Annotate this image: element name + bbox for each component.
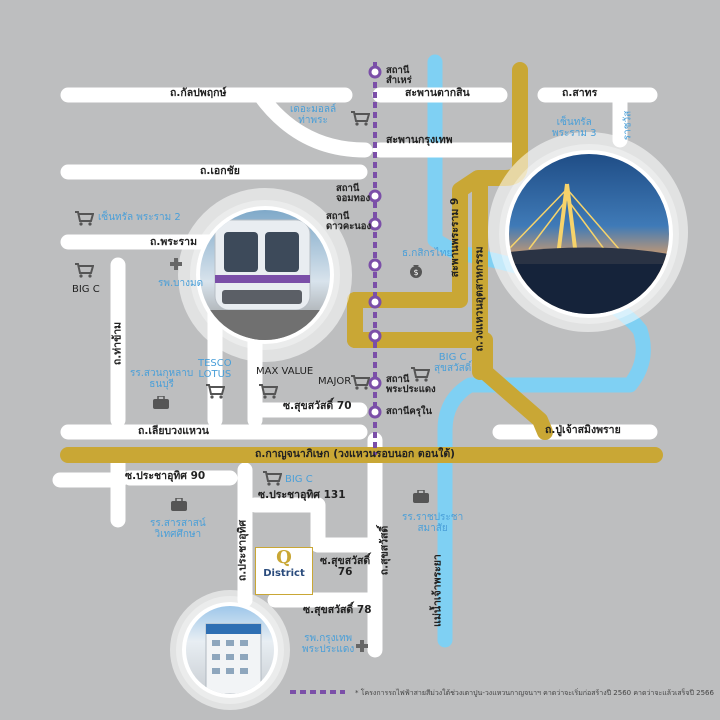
road-label-rachawat: ราชวัส	[622, 110, 634, 141]
place-tesco: TESCO LOTUS	[198, 358, 232, 380]
road-pracha-uthit-90	[110, 454, 238, 528]
place-suan-kularb: รร.สวนกุหลาบ ธนบุรี	[130, 368, 194, 390]
road-label-puchao: ถ.ปู่เจ้าสมิงพราย	[545, 424, 621, 436]
station-label-phra-pradaeng: สถานี พระประแดง	[386, 374, 436, 395]
station-dot-kru-nai	[368, 405, 382, 419]
road-label-pracha-uthit-90: ซ.ประชาอุทิศ 90	[125, 470, 206, 482]
train-icon	[200, 219, 330, 340]
station-dot-6	[368, 329, 382, 343]
place-major: MAJOR	[318, 376, 352, 387]
station-dot-phra-pradaeng	[368, 376, 382, 390]
place-bigc-suksawat: BIG C สุขสวัสดิ์	[434, 352, 472, 374]
place-ratchaprachasamasai: รร.ราชประชา สมาสัย	[402, 512, 464, 534]
road-label-suksawat-76: ซ.สุขสวัสดิ์ 76	[320, 555, 371, 578]
purple-line-train-photo	[196, 206, 334, 344]
road-label-liab-wong-waen: ถ.เลียบวงแหวน	[138, 425, 209, 437]
road-label-ekkachai: ถ.เอกชัย	[200, 165, 240, 177]
road-label-suksawat: ถ.สุขสวัสดิ์	[378, 525, 391, 576]
road-label-chao-phraya: แม่น้ำเจ้าพระยา	[431, 554, 444, 627]
road-ring-loop	[347, 292, 383, 348]
road-label-suksawat-70: ซ.สุขสวัสดิ์ 70	[283, 400, 352, 412]
road-label-kanchanaphisek: ถ.กาญจนาภิเษก (วงแหวนรอบนอก ตอนใต้)	[255, 448, 455, 460]
shopping-cart-icon	[411, 367, 430, 382]
shopping-cart-icon	[263, 471, 282, 486]
road-label-tha-kham: ถ.ท่าข้าม	[111, 321, 124, 366]
shopping-cart-icon	[75, 263, 94, 278]
road-label-krungthep-bridge: สะพานกรุงเทพ	[386, 134, 453, 146]
road-label-phra-ram: ถ.พระราม	[150, 236, 198, 248]
shopping-cart-icon	[351, 111, 370, 126]
station-label-kru-nai: สถานีครุใน	[386, 406, 432, 417]
building-icon	[205, 623, 262, 694]
shopping-cart-icon	[206, 384, 225, 399]
place-max-value: MAX VALUE	[256, 366, 314, 377]
q-district-logo-q: Q	[276, 547, 292, 568]
station-dot-samre	[368, 65, 382, 79]
bangkok-hospital-photo	[182, 602, 278, 698]
shopping-cart-icon	[75, 211, 94, 226]
road-label-sathorn: ถ.สาทร	[562, 87, 598, 99]
place-sarasas: รร.สารสาสน์ วิเทศศึกษา	[150, 518, 206, 540]
hospital-cross-icon	[170, 258, 182, 270]
station-label-chom-thong: สถานี จอมทอง	[336, 183, 371, 204]
road-label-kalapaphruek: ถ.กัลปพฤกษ์	[170, 87, 227, 99]
road-label-taksin-bridge: สะพานตากสิน	[405, 87, 470, 99]
station-dot-chom-thong	[368, 189, 382, 203]
road-curve	[252, 87, 373, 158]
shopping-cart-icon	[259, 384, 278, 399]
station-dot-4	[368, 258, 382, 272]
footnote: * โครงการรถไฟฟ้าสายสีม่วงใต้ช่วงเตาปูน-ว…	[355, 689, 714, 697]
station-dot-5	[368, 295, 382, 309]
road-label-pracha-uthit-131: ซ.ประชาอุทิศ 131	[258, 489, 346, 501]
q-district-logo-name: District	[263, 568, 305, 579]
road-label-pracha-uthit: ถ.ประชาอุทิศ	[236, 519, 249, 582]
bridge-icon	[509, 183, 669, 314]
bank-money-bag-icon: $	[410, 265, 422, 278]
place-bang-mot-hospital: รพ.บางมด	[158, 278, 204, 289]
rama-9-bridge-photo	[505, 150, 673, 318]
place-kasikorn: ธ.กสิกรไทย	[402, 248, 453, 259]
place-bangkok-hospital: รพ.กรุงเทพ พระประแดง	[302, 633, 355, 655]
hospital-cross-icon	[356, 640, 368, 652]
place-the-mall: เดอะมอลล์ ท่าพระ	[290, 104, 337, 126]
station-label-dao-khanong: สถานี ดาวคะนอง	[326, 211, 372, 232]
station-dot-dao-khanong	[368, 217, 382, 231]
svg-text:$: $	[413, 268, 418, 277]
place-bigc-2: BIG C	[285, 474, 313, 485]
road-label-rama-9-bridge: สะพานพระราม 9	[449, 197, 461, 278]
road-pracha-uthit-131	[247, 497, 326, 553]
shopping-cart-icon	[351, 375, 370, 390]
school-briefcase-icon	[413, 490, 429, 503]
place-central-rama2: เซ็นทรัล พระราม 2	[98, 212, 181, 223]
place-bigc-1: BIG C	[72, 284, 100, 295]
road-label-suksawat-78: ซ.สุขสวัสดิ์ 78	[303, 604, 372, 616]
place-central-rama3: เซ็นทรัล พระราม 3	[552, 117, 597, 139]
q-district-logo: Q District	[255, 547, 313, 595]
road-label-ring-industrial: ถ.วงแหวนอุตสาหกรรม	[473, 246, 486, 352]
school-briefcase-icon	[153, 396, 169, 409]
station-label-samre: สถานี สำเหร่	[386, 65, 412, 86]
school-briefcase-icon	[171, 498, 187, 511]
